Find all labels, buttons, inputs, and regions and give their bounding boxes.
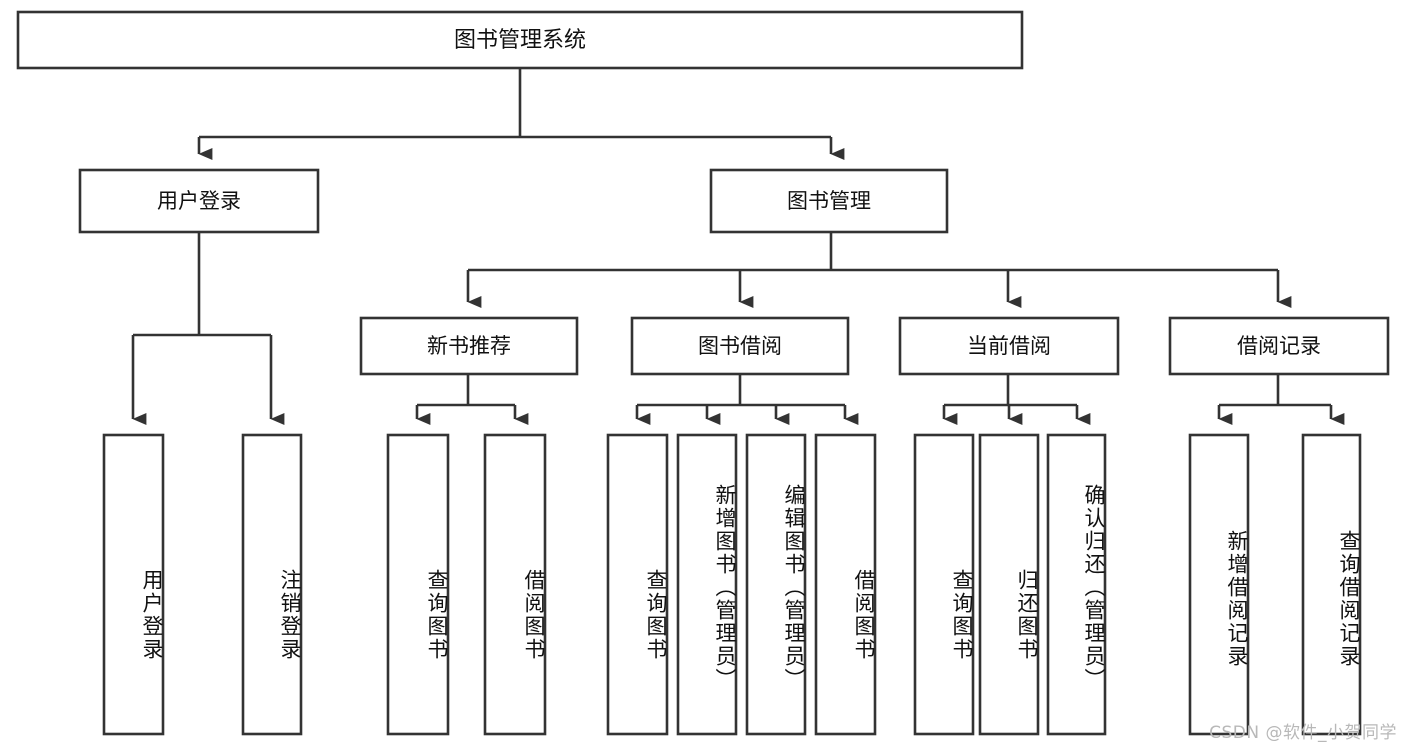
node-new-book-recommend[interactable]: 新书推荐 — [359, 316, 579, 376]
connectors-user-login-to-leaves — [131, 232, 285, 425]
connectors-book-manage-to-level2 — [466, 232, 1292, 308]
node-current-borrow-label: 当前借阅 — [967, 334, 1051, 358]
node-new-book-recommend-box[interactable] — [359, 316, 579, 376]
node-root[interactable]: 图书管理系统 — [16, 10, 1024, 70]
connectors-new-book-recommend-to-leaves — [415, 374, 529, 425]
leaf-user-logout-box[interactable] — [241, 433, 303, 736]
leaf-add-borrow-record-box[interactable] — [1188, 433, 1250, 736]
node-current-borrow-box[interactable] — [898, 316, 1120, 376]
leaf-return-book-box[interactable] — [978, 433, 1040, 736]
connectors-current-borrow-to-leaves — [942, 374, 1091, 425]
node-book-borrow[interactable]: 图书借阅 — [630, 316, 850, 376]
leaf-borrow-book-box[interactable] — [814, 433, 877, 736]
node-user-login-box[interactable] — [78, 168, 320, 234]
leaf-query-book-borrow-box[interactable] — [606, 433, 669, 736]
node-book-borrow-box[interactable] — [630, 316, 850, 376]
leaf-user-login-box[interactable] — [102, 433, 165, 736]
node-root-label: 图书管理系统 — [454, 28, 586, 53]
connectors-root-to-level1 — [197, 68, 845, 160]
node-borrow-record[interactable]: 借阅记录 — [1168, 316, 1390, 376]
connectors-book-borrow-to-leaves — [635, 374, 859, 425]
node-new-book-recommend-label: 新书推荐 — [427, 334, 511, 358]
leaf-add-book-admin-box[interactable] — [676, 433, 738, 736]
node-borrow-record-box[interactable] — [1168, 316, 1390, 376]
leaf-borrow-book-rec-box[interactable] — [483, 433, 547, 736]
node-user-login-label: 用户登录 — [157, 189, 241, 213]
leaf-confirm-return-admin-box[interactable] — [1046, 433, 1107, 736]
node-book-borrow-label: 图书借阅 — [698, 334, 782, 358]
leaf-query-book-rec-box[interactable] — [386, 433, 450, 736]
node-book-manage-label: 图书管理 — [787, 189, 871, 213]
node-borrow-record-label: 借阅记录 — [1237, 334, 1321, 358]
leaf-query-borrow-record-box[interactable] — [1301, 433, 1362, 736]
node-root-box[interactable] — [16, 10, 1024, 70]
node-user-login[interactable]: 用户登录 — [78, 168, 320, 234]
leaf-edit-book-admin-box[interactable] — [745, 433, 807, 736]
node-book-manage[interactable]: 图书管理 — [709, 168, 949, 234]
node-book-manage-box[interactable] — [709, 168, 949, 234]
leaf-query-book-current-box[interactable] — [913, 433, 975, 736]
connectors-borrow-record-to-leaves — [1217, 374, 1345, 425]
node-current-borrow[interactable]: 当前借阅 — [898, 316, 1120, 376]
leaf-boxes — [102, 433, 1362, 736]
csdn-watermark: CSDN @软件_小贺同学 — [1209, 723, 1397, 743]
